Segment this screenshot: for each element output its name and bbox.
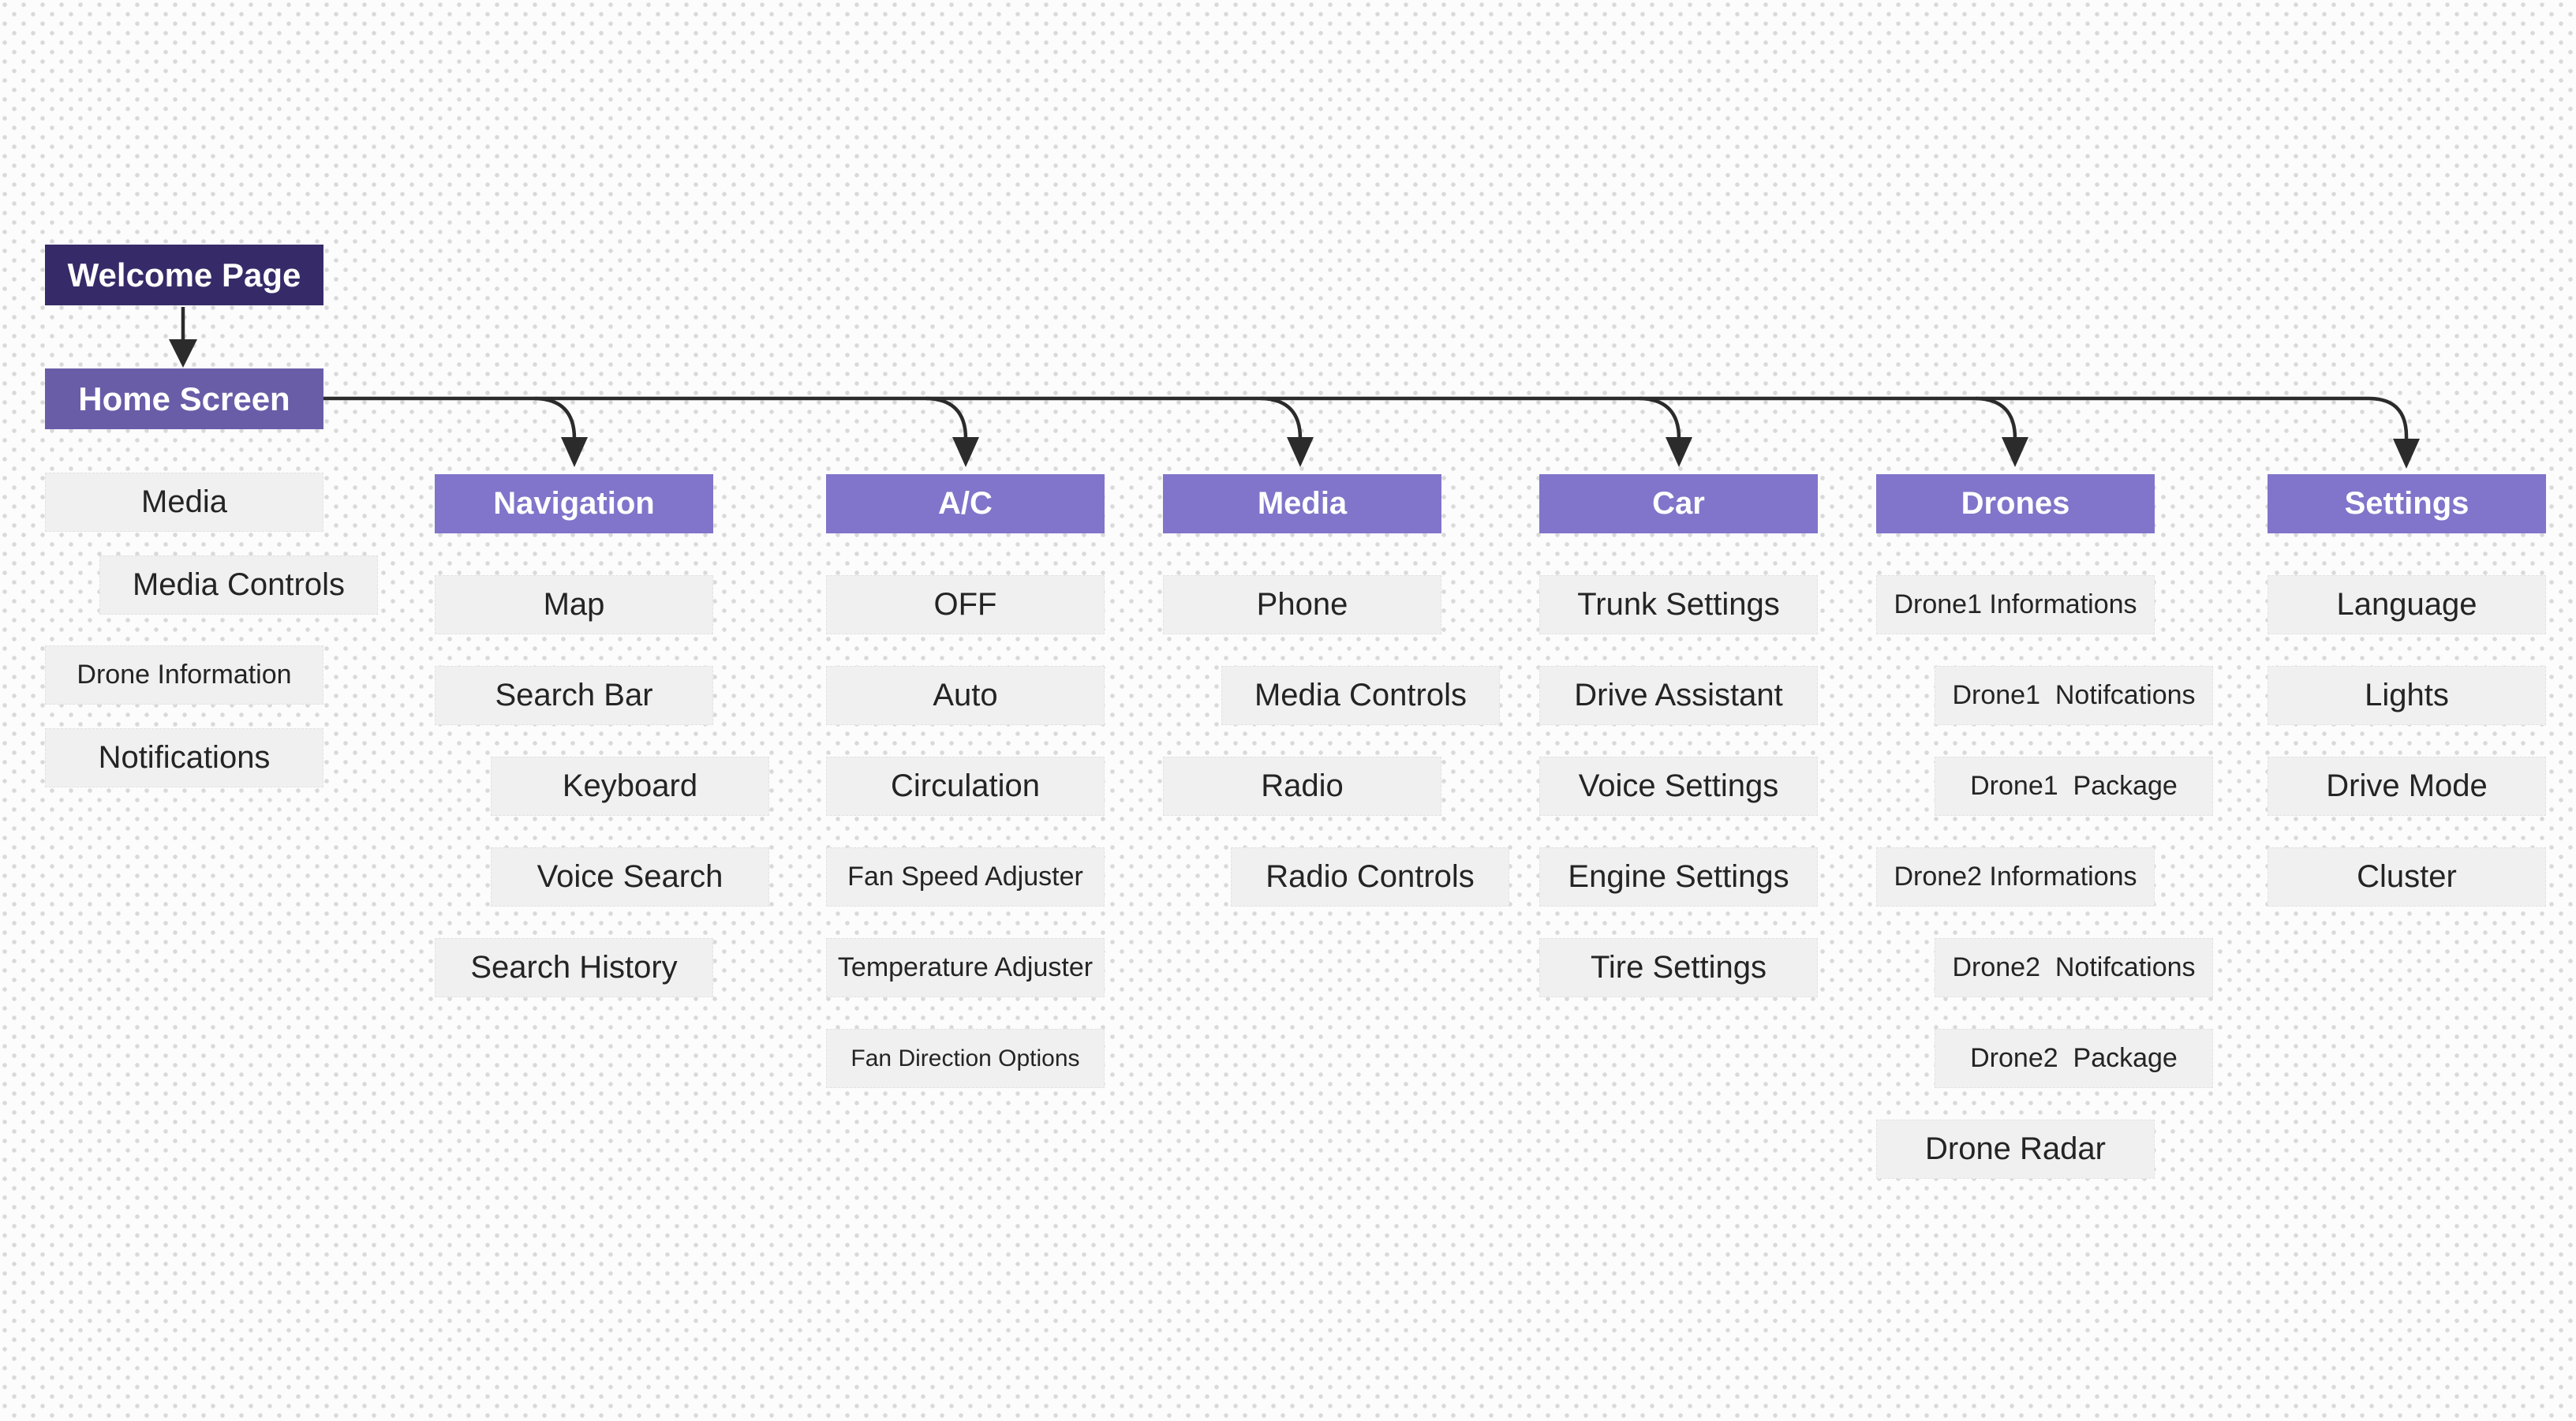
node-voice-settings: Voice Settings: [1539, 757, 1818, 816]
node-drive-assistant: Drive Assistant: [1539, 666, 1818, 725]
branch-curve-ac: [925, 396, 968, 439]
node-label: Drive Mode: [2326, 768, 2488, 803]
node-label: Notifications: [98, 740, 271, 775]
branch-curve-car: [1639, 396, 1681, 439]
node-voice-search: Voice Search: [491, 847, 769, 907]
node-label: Drone1 Informations: [1894, 589, 2137, 619]
node-search-history: Search History: [435, 938, 713, 997]
header-label: Car: [1652, 486, 1705, 521]
node-ac-auto: Auto: [826, 666, 1105, 725]
node-circulation: Circulation: [826, 757, 1105, 816]
node-trunk-settings: Trunk Settings: [1539, 575, 1818, 634]
node-fan-speed-adjuster: Fan Speed Adjuster: [826, 847, 1105, 907]
node-label: Drone Information: [77, 660, 292, 690]
node-label: Search Bar: [495, 678, 653, 712]
node-drone-information: Drone Information: [45, 645, 323, 705]
node-label: Home Screen: [78, 380, 290, 417]
node-label: Map: [543, 587, 605, 622]
node-label: Search History: [470, 950, 678, 985]
node-label: Fan Direction Options: [851, 1045, 1080, 1071]
node-ac-off: OFF: [826, 575, 1105, 634]
node-drone2-package: Drone2 Package: [1935, 1029, 2213, 1088]
branch-curve-drones: [1975, 396, 2017, 439]
node-label: Radio: [1261, 768, 1344, 803]
node-keyboard: Keyboard: [491, 757, 769, 816]
node-label: Drone2 Informations: [1894, 862, 2137, 892]
node-label: Fan Speed Adjuster: [847, 862, 1083, 892]
node-drone1-notifcations: Drone1 Notifcations: [1935, 666, 2213, 725]
node-label: Temperature Adjuster: [837, 952, 1094, 982]
node-label: Drive Assistant: [1574, 678, 1783, 712]
node-label: Media: [141, 484, 227, 519]
header-drones: Drones: [1876, 474, 2155, 533]
arrowhead-drones: [2002, 437, 2028, 467]
node-label: Welcome Page: [67, 256, 301, 294]
node-label: Voice Search: [537, 859, 723, 894]
node-welcome-page: Welcome Page: [45, 245, 323, 305]
node-engine-settings: Engine Settings: [1539, 847, 1818, 907]
node-label: Media Controls: [132, 567, 345, 602]
header-label: A/C: [938, 486, 993, 521]
branch-curve-media: [1260, 396, 1303, 439]
node-label: Engine Settings: [1568, 859, 1789, 894]
node-label: Phone: [1256, 587, 1348, 622]
node-drone2-notifcations: Drone2 Notifcations: [1935, 938, 2213, 997]
node-drive-mode: Drive Mode: [2268, 757, 2546, 816]
header-label: Media: [1257, 486, 1348, 521]
node-drone-radar: Drone Radar: [1876, 1120, 2155, 1179]
header-car: Car: [1539, 474, 1818, 533]
arrowhead-home: [169, 339, 197, 368]
node-label: Tire Settings: [1590, 950, 1767, 985]
node-media-controls-left: Media Controls: [99, 555, 378, 615]
node-radio-controls: Radio Controls: [1231, 847, 1509, 907]
node-label: Drone1 Package: [1970, 771, 2178, 801]
node-label: OFF: [933, 587, 997, 622]
node-label: Cluster: [2357, 859, 2457, 894]
node-label: Media Controls: [1254, 678, 1467, 712]
node-label: Drone1 Notifcations: [1952, 680, 2196, 710]
header-label: Navigation: [493, 486, 655, 521]
node-radio: Radio: [1163, 757, 1441, 816]
header-ac: A/C: [826, 474, 1105, 533]
node-label: Language: [2336, 587, 2477, 622]
node-drone1-informations: Drone1 Informations: [1876, 575, 2155, 634]
arrowhead-car: [1666, 437, 1692, 467]
node-fan-direction-options: Fan Direction Options: [826, 1029, 1105, 1088]
node-notifications: Notifications: [45, 728, 323, 787]
branch-curve-navigation: [534, 396, 577, 439]
node-lights: Lights: [2268, 666, 2546, 725]
node-label: Auto: [933, 678, 998, 712]
header-navigation: Navigation: [435, 474, 713, 533]
node-label: Drone Radar: [1924, 1131, 2106, 1166]
node-drone1-package: Drone1 Package: [1935, 757, 2213, 816]
arrowhead-ac: [952, 437, 979, 467]
node-language: Language: [2268, 575, 2546, 634]
arrowhead-settings: [2393, 439, 2420, 469]
node-label: Trunk Settings: [1577, 587, 1780, 622]
header-settings: Settings: [2268, 474, 2546, 533]
arrowhead-navigation: [561, 437, 588, 467]
node-label: Drone2 Notifcations: [1952, 952, 2196, 982]
node-media-left: Media: [45, 473, 323, 532]
header-media: Media: [1163, 474, 1441, 533]
node-label: Drone2 Package: [1970, 1043, 2178, 1073]
node-temperature-adjuster: Temperature Adjuster: [826, 938, 1105, 997]
node-tire-settings: Tire Settings: [1539, 938, 1818, 997]
node-label: Voice Settings: [1578, 768, 1779, 803]
node-home-screen: Home Screen: [45, 368, 323, 429]
node-label: Keyboard: [562, 768, 698, 803]
header-label: Settings: [2344, 486, 2469, 521]
node-cluster: Cluster: [2268, 847, 2546, 907]
node-label: Radio Controls: [1266, 859, 1475, 894]
arrowhead-media: [1287, 437, 1314, 467]
node-map: Map: [435, 575, 713, 634]
connector-trunk-line: [323, 396, 2409, 440]
node-label: Circulation: [891, 768, 1040, 803]
node-phone: Phone: [1163, 575, 1441, 634]
node-media-controls: Media Controls: [1221, 666, 1500, 725]
header-label: Drones: [1961, 486, 2070, 521]
node-search-bar: Search Bar: [435, 666, 713, 725]
node-drone2-informations: Drone2 Informations: [1876, 847, 2155, 907]
node-label: Lights: [2365, 678, 2449, 712]
